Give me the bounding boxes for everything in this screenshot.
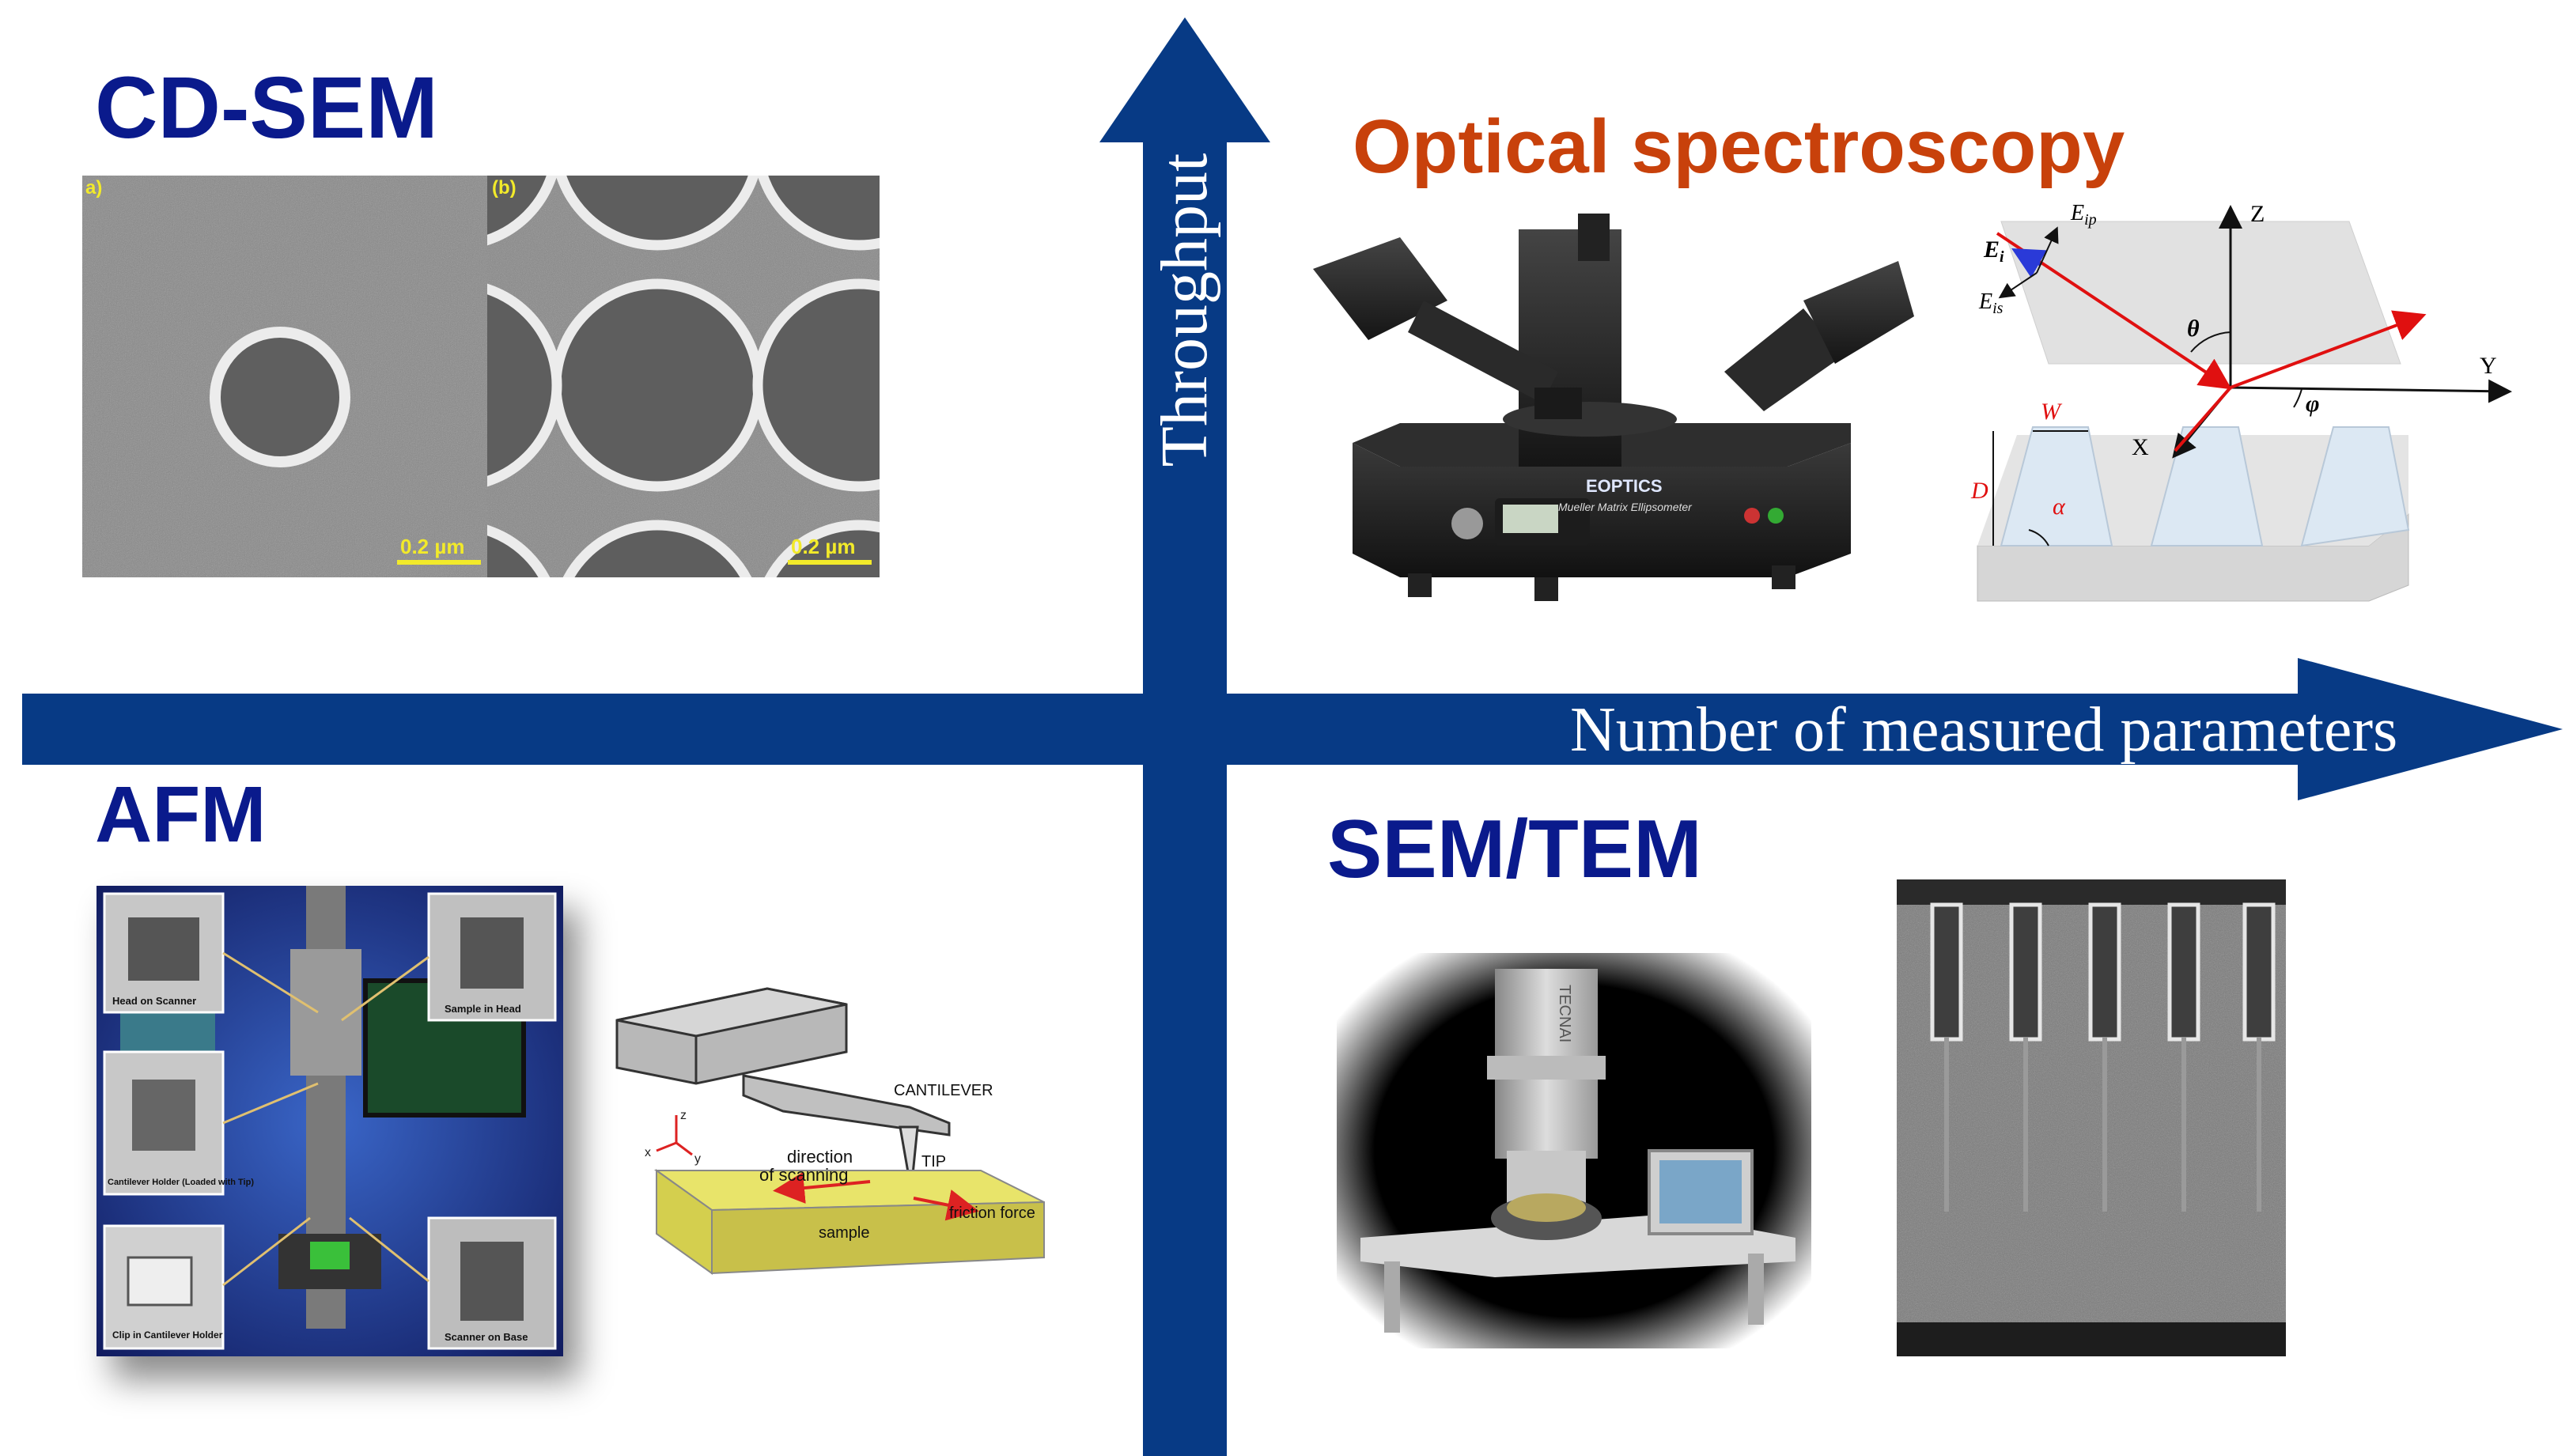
cd-sem-image-a: a) 0.2 µm [82, 176, 487, 577]
diagram-eis-sub: is [1992, 300, 2004, 317]
diagram-eip-sub: ip [2084, 211, 2097, 229]
cd-sem-panel-b-tag: (b) [492, 177, 516, 199]
tem-brand: TECNAI [1556, 985, 1573, 1042]
horizontal-axis-arrowhead [2298, 658, 2563, 800]
afm-cantilever-label: CANTILEVER [894, 1082, 993, 1099]
afm-tip-label: TIP [921, 1153, 946, 1170]
diagram-eip: E [2070, 201, 2084, 225]
afm-caption-2: Sample in Head [445, 1003, 521, 1015]
diagram-axis-x: X [2132, 434, 2149, 460]
afm-axis-y: y [694, 1152, 701, 1166]
svg-text:Ei: Ei [1983, 236, 2004, 266]
cd-sem-scale-a: 0.2 µm [400, 535, 465, 558]
vertical-axis-shaft [1143, 138, 1227, 1456]
diagram-ei: E [1983, 236, 2000, 263]
diagram-axis-z: Z [2250, 201, 2265, 227]
diagram-ei-sub: i [2000, 248, 2004, 266]
afm-friction-label: friction force [949, 1205, 1035, 1222]
cd-sem-title: CD-SEM [95, 59, 438, 157]
diagram-phi: φ [2306, 391, 2320, 417]
diagram-alpha: α [2053, 494, 2066, 520]
diagram-theta: θ [2187, 316, 2200, 342]
sem-cross-section-image [1897, 879, 2286, 1356]
horizontal-axis-shaft [22, 694, 2316, 765]
afm-axis-x: x [645, 1146, 651, 1159]
tem-instrument-photo: TECNAI [1337, 953, 1811, 1348]
vertical-axis-arrowhead [1099, 17, 1270, 142]
ellipsometer-model: Mueller Matrix Ellipsometer [1558, 501, 1693, 513]
optical-geometry-diagram: Z Y X Ei Eip Eis θ φ W D α [1970, 201, 2512, 602]
cd-sem-image-b: (b) 0.2 µm [487, 176, 880, 577]
cd-sem-scale-b: 0.2 µm [791, 535, 856, 558]
afm-caption-1: Head on Scanner [112, 995, 196, 1007]
scale-bar-a [397, 560, 481, 565]
afm-title: AFM [95, 770, 267, 859]
optical-title: Optical spectroscopy [1353, 104, 2125, 189]
afm-axis-z: z [680, 1109, 687, 1122]
afm-direction-line2: of scanning [759, 1165, 849, 1185]
afm-caption-4: Clip in Cantilever Holder [112, 1329, 223, 1341]
afm-caption-3: Cantilever Holder (Loaded with Tip) [108, 1178, 254, 1187]
svg-text:Eip: Eip [2070, 201, 2097, 229]
diagram-axis-y: Y [2480, 353, 2497, 379]
cd-sem-panel-a-tag: a) [85, 177, 103, 199]
afm-caption-5: Scanner on Base [445, 1331, 528, 1343]
horizontal-axis-label: Number of measured parameters [1570, 695, 2398, 765]
sem-tem-title: SEM/TEM [1327, 804, 1702, 895]
scale-bar-b [788, 560, 872, 565]
afm-cantilever-diagram: z x y CANTILEVER TIP direction of scanni… [615, 987, 1045, 1275]
ellipsometer-photo: EOPTICS Mueller Matrix Ellipsometer [1313, 214, 1914, 601]
ellipsometer-brand: EOPTICS [1586, 476, 1663, 496]
afm-direction-line1: direction [787, 1147, 853, 1167]
vertical-axis-label: Throughput [1148, 153, 1221, 467]
diagram-eis: E [1978, 289, 1992, 314]
afm-photo-collage: Head on Scanner Sample in Head Cantileve… [96, 886, 563, 1356]
afm-sample-label: sample [819, 1224, 869, 1242]
svg-text:Eis: Eis [1978, 289, 2004, 317]
diagram-d: D [1970, 478, 1988, 504]
diagram-w: W [2041, 399, 2063, 425]
